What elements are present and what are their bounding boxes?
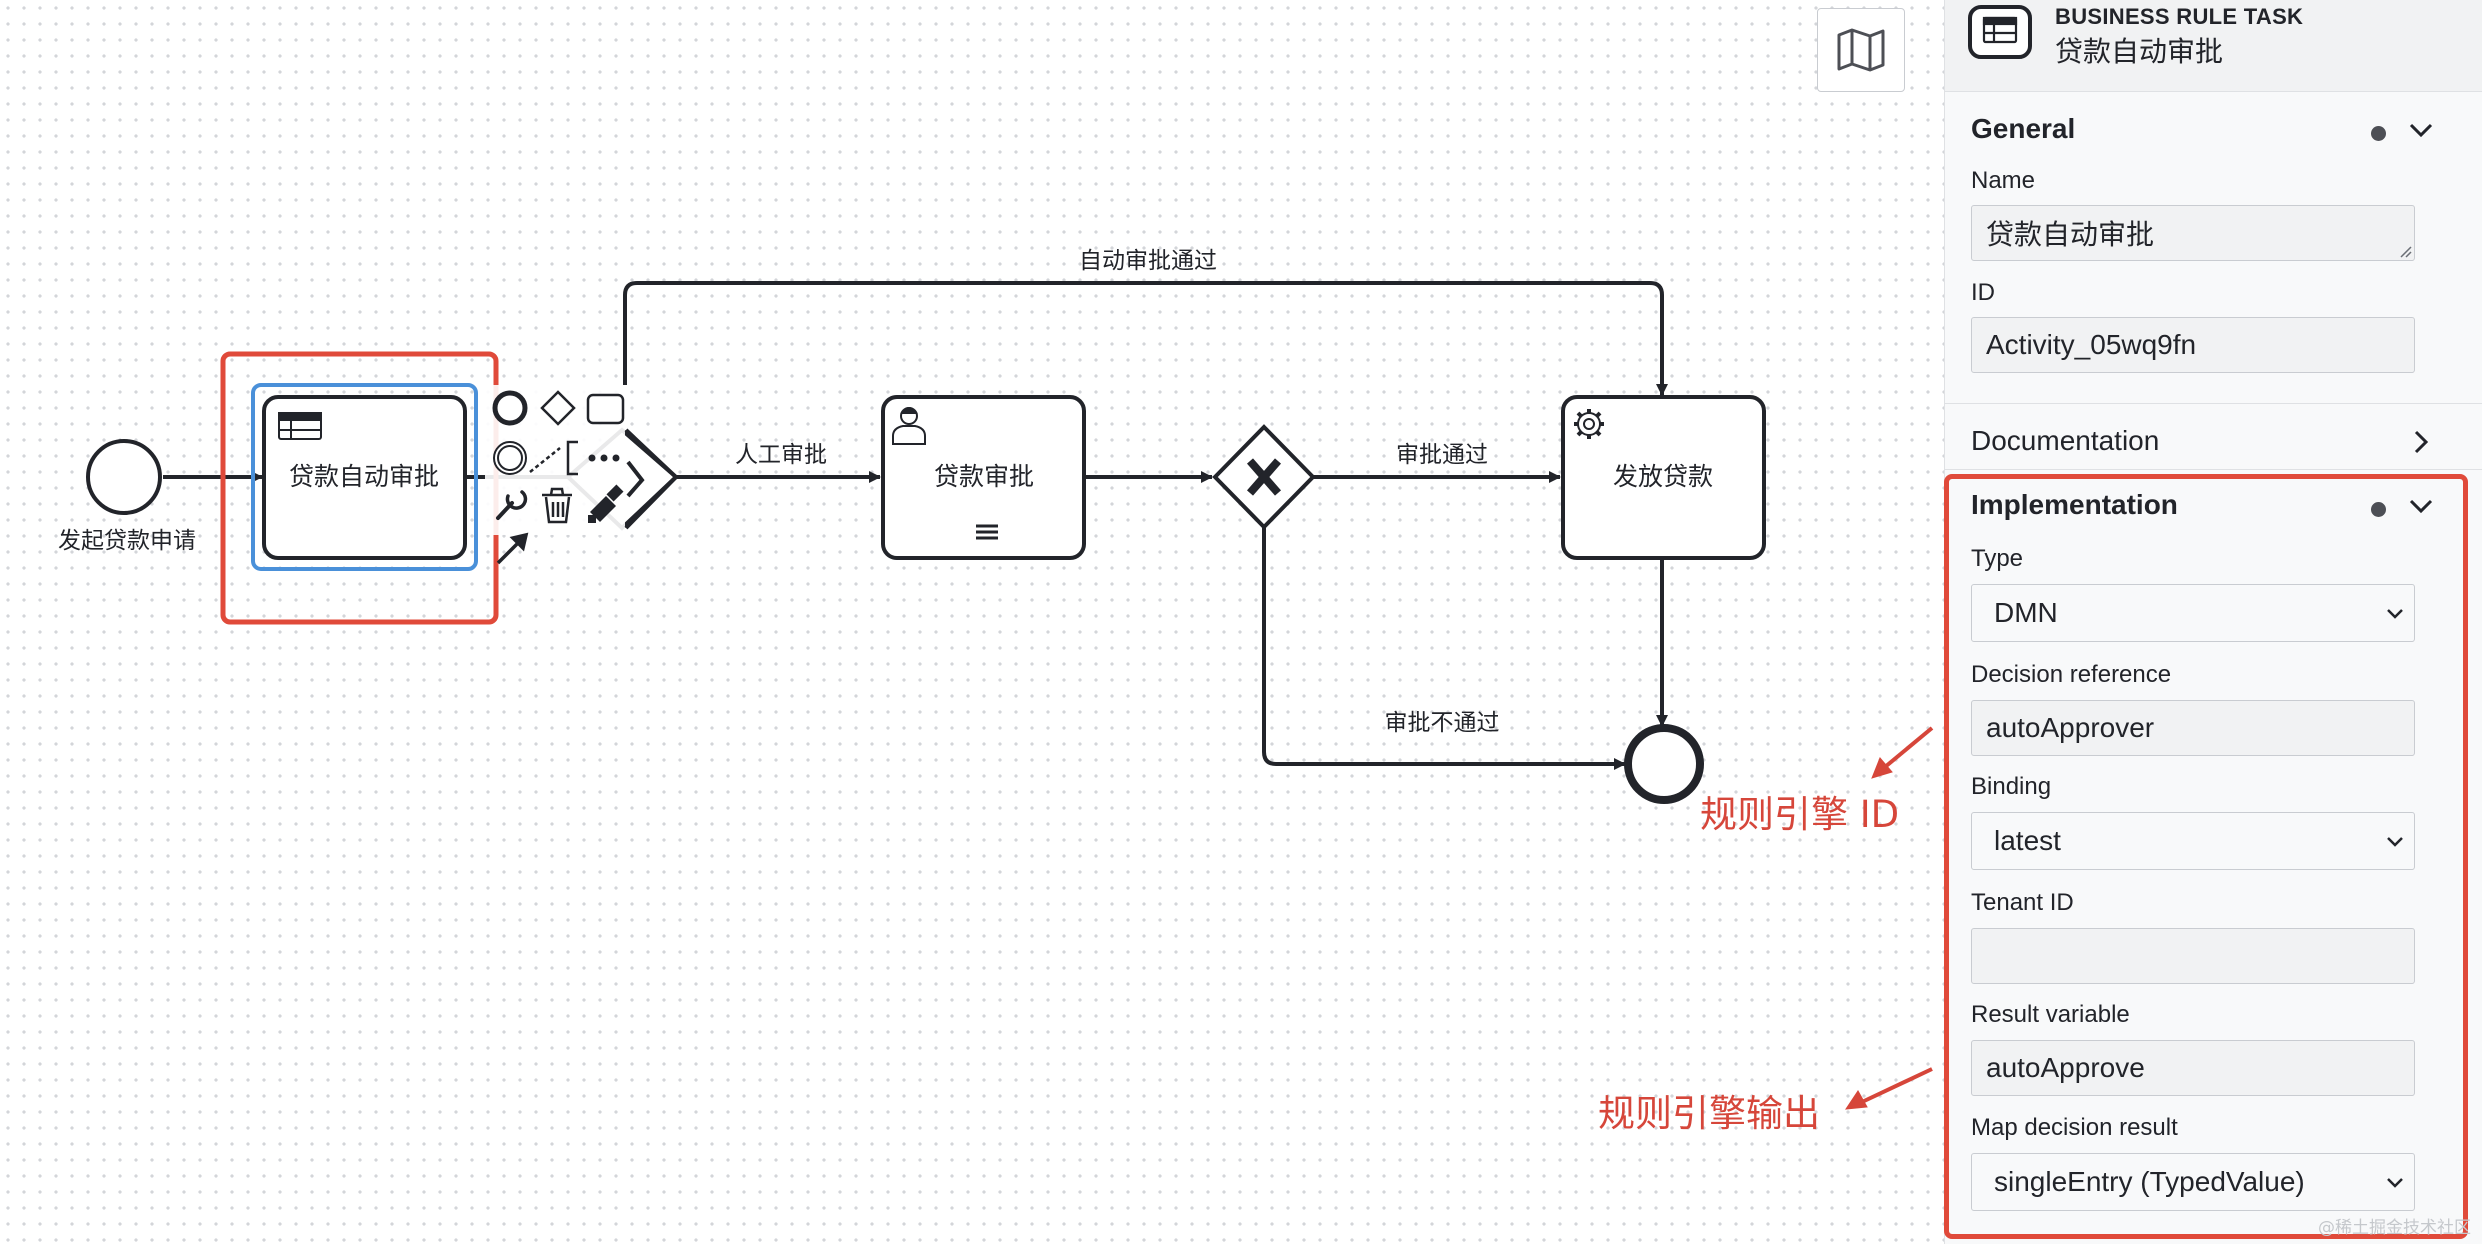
binding-select[interactable]: latest: [1971, 812, 2415, 870]
start-event[interactable]: [86, 439, 162, 515]
task-disburse[interactable]: [1561, 395, 1766, 560]
resize-grip-icon[interactable]: [2398, 244, 2412, 258]
task-icon[interactable]: [586, 393, 625, 425]
name-value: 贷款自动审批: [1986, 218, 2155, 251]
group-implementation-title: Implementation: [1971, 489, 2178, 520]
text-annotation-icon[interactable]: [529, 440, 578, 476]
flow-auto-pass: [623, 281, 1668, 396]
gear-icon: [1574, 409, 1604, 439]
divider: [1945, 403, 2482, 404]
chevron-right-icon[interactable]: [2407, 428, 2435, 456]
task-disburse-label: 发放贷款: [1613, 462, 1713, 491]
flow-label-reject[interactable]: 审批不通过: [1385, 710, 1500, 736]
id-value: Activity_05wq9fn: [1986, 329, 2197, 360]
minimap-toggle-button[interactable]: [1817, 8, 1905, 92]
wrench-icon[interactable]: [496, 490, 528, 520]
group-documentation-title: Documentation: [1971, 425, 2160, 456]
result-variable-value: autoApprove: [1986, 1052, 2145, 1083]
binding-label: Binding: [1971, 773, 2052, 800]
start-event-label: 发起贷款申请: [58, 528, 196, 554]
name-textarea[interactable]: 贷款自动审批: [1971, 205, 2415, 261]
id-input[interactable]: Activity_05wq9fn: [1971, 317, 2415, 373]
group-general-title: General: [1971, 113, 2076, 144]
binding-value: latest: [1994, 825, 2061, 856]
map-decision-result-value: singleEntry (TypedValue): [1994, 1166, 2305, 1197]
flow-label-auto-pass[interactable]: 自动审批通过: [1079, 248, 1217, 274]
map-decision-result-select[interactable]: singleEntry (TypedValue): [1971, 1153, 2415, 1211]
panel-header: BUSINESS RULE TASK 贷款自动审批: [1945, 0, 2482, 92]
map-icon: [1837, 28, 1885, 72]
sequence-flows[interactable]: [163, 281, 1668, 770]
end-event[interactable]: [1624, 724, 1704, 804]
tenant-id-label: Tenant ID: [1971, 889, 2074, 916]
chevron-down-icon: [2387, 1178, 2403, 1188]
color-icon[interactable]: [588, 484, 624, 523]
end-event-icon[interactable]: [492, 390, 528, 426]
flow-label-pass[interactable]: 审批通过: [1396, 442, 1488, 468]
user-icon: [892, 407, 926, 445]
more-icon[interactable]: [588, 454, 620, 462]
red-highlight-implementation: [1944, 474, 2468, 1239]
group-documentation-header[interactable]: Documentation: [1945, 412, 2482, 472]
tenant-id-input[interactable]: [1971, 928, 2415, 984]
result-variable-label: Result variable: [1971, 1001, 2130, 1028]
group-implementation-header[interactable]: Implementation: [1945, 476, 2482, 536]
decision-reference-label: Decision reference: [1971, 661, 2172, 688]
selection-outline: [251, 383, 478, 571]
annotation-rule-engine-output: 规则引擎输出: [1598, 1092, 1820, 1135]
flow-reject: [1262, 527, 1626, 770]
name-label: Name: [1971, 167, 2036, 194]
trash-icon[interactable]: [542, 487, 572, 524]
divider: [1945, 469, 2482, 470]
decision-reference-value: autoApprover: [1986, 712, 2155, 743]
type-label: Type: [1971, 545, 2024, 572]
element-name-label: 贷款自动审批: [2055, 35, 2224, 68]
type-value: DMN: [1994, 597, 2058, 628]
chevron-down-icon: [2387, 609, 2403, 619]
id-label: ID: [1971, 279, 1995, 306]
watermark: @稀土掘金技术社区: [2318, 1218, 2471, 1238]
chevron-down-icon: [2387, 837, 2403, 847]
x-marker-icon: [1246, 458, 1282, 496]
decision-reference-input[interactable]: autoApprover: [1971, 700, 2415, 756]
chevron-down-icon[interactable]: [2407, 116, 2435, 144]
type-select[interactable]: DMN: [1971, 584, 2415, 642]
gateway-icon[interactable]: [540, 390, 576, 426]
data-indicator-dot: [2371, 126, 2386, 141]
data-indicator-dot: [2371, 502, 2386, 517]
flow-label-manual[interactable]: 人工审批: [735, 442, 827, 468]
business-rule-table-icon: [1968, 5, 2032, 59]
properties-panel: BUSINESS RULE TASK 贷款自动审批 General Name 贷…: [1944, 0, 2482, 1244]
task-manual-review[interactable]: [881, 395, 1086, 560]
business-rule-table-icon: [278, 412, 322, 440]
group-general-header[interactable]: General: [1945, 100, 2482, 160]
map-decision-result-label: Map decision result: [1971, 1114, 2178, 1141]
intermediate-event-icon[interactable]: [493, 441, 527, 475]
context-pad[interactable]: [485, 385, 679, 565]
task-auto-approval[interactable]: [262, 395, 467, 560]
chevron-down-icon[interactable]: [2407, 492, 2435, 520]
annotation-rule-engine-id: 规则引擎 ID: [1700, 793, 1900, 836]
connect-arrow-icon[interactable]: [496, 532, 529, 565]
multi-instance-marker-icon: [976, 524, 998, 540]
task-auto-approval-label: 贷款自动审批: [289, 462, 439, 491]
task-manual-review-label: 贷款审批: [934, 462, 1034, 491]
result-variable-input[interactable]: autoApprove: [1971, 1040, 2415, 1096]
element-type-label: BUSINESS RULE TASK: [2055, 4, 2304, 29]
annotation-arrows: [1845, 726, 1934, 1110]
exclusive-gateway-2[interactable]: [1212, 424, 1316, 530]
